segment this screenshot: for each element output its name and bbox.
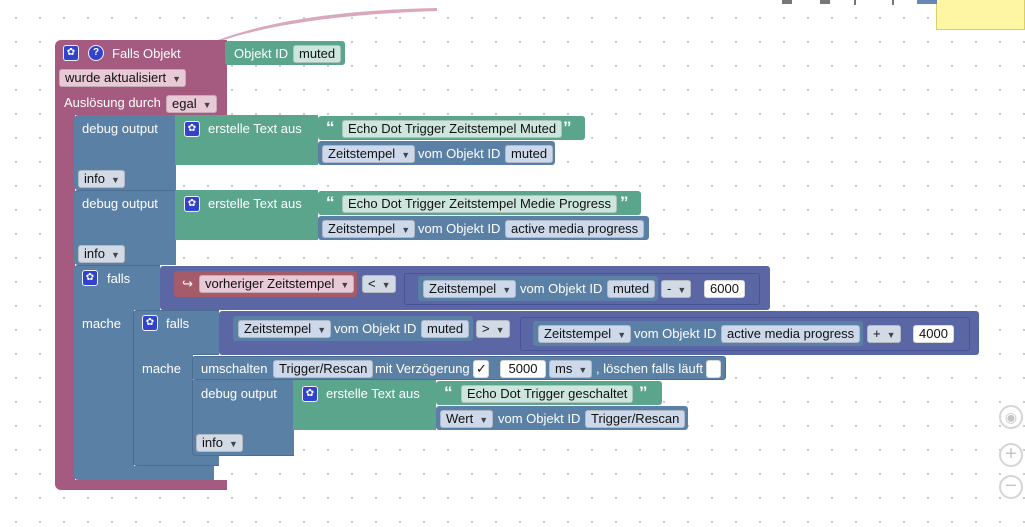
timestamp-dropdown[interactable]: Zeitstempel▼ [423, 280, 517, 298]
objekt-id-value[interactable]: muted [293, 45, 342, 63]
debug-output-label: debug output [82, 121, 158, 136]
delay-value-field[interactable]: 5000 [500, 360, 546, 378]
timestamp-dropdown[interactable]: Zeitstempel▼ [322, 145, 416, 163]
chevron-down-icon: ▼ [172, 74, 182, 84]
close-quote-icon: ” [639, 383, 648, 402]
operator-dropdown[interactable]: >▼ [476, 320, 510, 338]
text-literal-value[interactable]: Echo Dot Trigger geschaltet [461, 385, 634, 403]
toggle-target-field[interactable]: Trigger/Rescan [273, 360, 374, 378]
debug-level-dropdown[interactable]: info▼ [78, 170, 125, 188]
gear-icon[interactable]: ✿ [82, 270, 98, 286]
object-id-field[interactable]: active media progress [721, 325, 861, 343]
timestamp-dropdown[interactable]: Zeitstempel▼ [238, 320, 332, 338]
ausloesung-label: Auslösung durch [64, 95, 161, 110]
chevron-down-icon: ▼ [495, 325, 505, 335]
chevron-down-icon: ▼ [340, 280, 350, 290]
operator-dropdown[interactable]: <▼ [362, 275, 396, 293]
unit-dropdown[interactable]: ms▼ [549, 360, 593, 378]
create-text-label: erstelle Text aus [208, 196, 302, 211]
connector-curve [205, 8, 437, 45]
close-quote-icon: ” [620, 193, 629, 212]
if-block-spine [133, 350, 193, 465]
chevron-down-icon: ▼ [202, 100, 212, 110]
debug-level-dropdown[interactable]: info▼ [196, 434, 243, 452]
chevron-down-icon: ▼ [479, 415, 489, 425]
text-literal-value[interactable]: Echo Dot Trigger Zeitstempel Muted [342, 120, 563, 138]
object-id-field[interactable]: muted [607, 280, 656, 298]
gear-icon[interactable]: ✿ [184, 196, 200, 212]
vom-objekt-label: vom Objekt ID [334, 321, 417, 336]
chevron-down-icon: ▼ [381, 280, 391, 290]
vom-objekt-label: vom Objekt ID [418, 146, 501, 161]
chevron-down-icon: ▼ [886, 330, 896, 340]
timestamp-dropdown[interactable]: Zeitstempel▼ [322, 220, 416, 238]
falls-label: falls [107, 271, 131, 286]
chevron-down-icon: ▼ [110, 175, 120, 185]
trigger-block-bottom [55, 480, 227, 490]
number-field[interactable]: 6000 [704, 280, 745, 298]
math-operator-dropdown[interactable]: +▼ [867, 325, 901, 343]
center-icon[interactable]: ◉ [999, 405, 1023, 429]
chevron-down-icon: ▼ [578, 365, 588, 375]
object-id-field[interactable]: Trigger/Rescan [585, 410, 686, 428]
delay-checkbox[interactable]: ✓ [473, 360, 489, 378]
number-field[interactable]: 4000 [913, 325, 954, 343]
chevron-down-icon: ▼ [228, 439, 238, 449]
toggle-label: umschalten [201, 361, 268, 376]
text-literal-value[interactable]: Echo Dot Trigger Zeitstempel Medie Progr… [342, 195, 617, 213]
chevron-down-icon: ▼ [617, 330, 627, 340]
math-operator-dropdown[interactable]: -▼ [661, 280, 692, 298]
chevron-down-icon: ▼ [401, 150, 411, 160]
close-quote-icon: ” [563, 118, 572, 137]
zoom-in-icon[interactable]: + [999, 443, 1023, 467]
if-block-spine [74, 305, 134, 475]
sticky-note[interactable] [936, 0, 1025, 30]
timestamp-dropdown[interactable]: Zeitstempel▼ [538, 325, 632, 343]
open-quote-icon: “ [326, 118, 335, 137]
vom-objekt-label: vom Objekt ID [520, 281, 603, 296]
zoom-out-icon[interactable]: − [999, 475, 1023, 499]
vom-objekt-label: vom Objekt ID [418, 221, 501, 236]
variable-dropdown[interactable]: vorheriger Zeitstempel▼ [199, 275, 355, 293]
value-dropdown[interactable]: Wert▼ [440, 410, 494, 428]
toolbar-fragment [782, 0, 937, 6]
debug-output-label: debug output [201, 386, 277, 401]
chevron-down-icon: ▼ [317, 325, 327, 335]
create-text-label: erstelle Text aus [208, 121, 302, 136]
chevron-down-icon: ▼ [677, 285, 687, 295]
delay-label: mit Verzögerung [375, 361, 470, 376]
vom-objekt-label: vom Objekt ID [634, 326, 717, 341]
chevron-down-icon: ▼ [110, 250, 120, 260]
vom-objekt-label: vom Objekt ID [498, 411, 581, 426]
gear-icon[interactable]: ✿ [302, 386, 318, 402]
object-id-field[interactable]: muted [505, 145, 554, 163]
debug-output-label: debug output [82, 196, 158, 211]
objekt-id-label: Objekt ID [234, 46, 289, 61]
open-quote-icon: “ [326, 193, 335, 212]
ausloesung-dropdown[interactable]: egal▼ [166, 95, 217, 113]
chevron-down-icon: ▼ [502, 285, 512, 295]
object-id-field[interactable]: active media progress [505, 220, 645, 238]
gear-icon[interactable]: ✿ [184, 121, 200, 137]
gear-icon[interactable]: ✿ [142, 315, 158, 331]
help-icon[interactable]: ? [88, 45, 104, 61]
mache-label: mache [82, 316, 122, 331]
event-dropdown[interactable]: wurde aktualisiert▼ [59, 69, 187, 87]
trigger-block-spine [55, 110, 75, 485]
debug-level-dropdown[interactable]: info▼ [78, 245, 125, 263]
create-text-label: erstelle Text aus [326, 386, 420, 401]
if-block-bottom [74, 466, 214, 480]
mache-label: mache [142, 361, 182, 376]
chevron-down-icon: ▼ [401, 225, 411, 235]
gear-icon[interactable]: ✿ [63, 45, 79, 61]
trigger-title: Falls Objekt [112, 46, 181, 61]
object-id-field[interactable]: muted [421, 320, 470, 338]
clear-label: , löschen falls läuft [596, 361, 703, 376]
clear-checkbox[interactable] [706, 360, 721, 378]
variable-icon: ↪ [182, 276, 193, 291]
open-quote-icon: “ [444, 383, 453, 402]
falls-label: falls [166, 316, 190, 331]
if-block-bottom [133, 455, 219, 466]
